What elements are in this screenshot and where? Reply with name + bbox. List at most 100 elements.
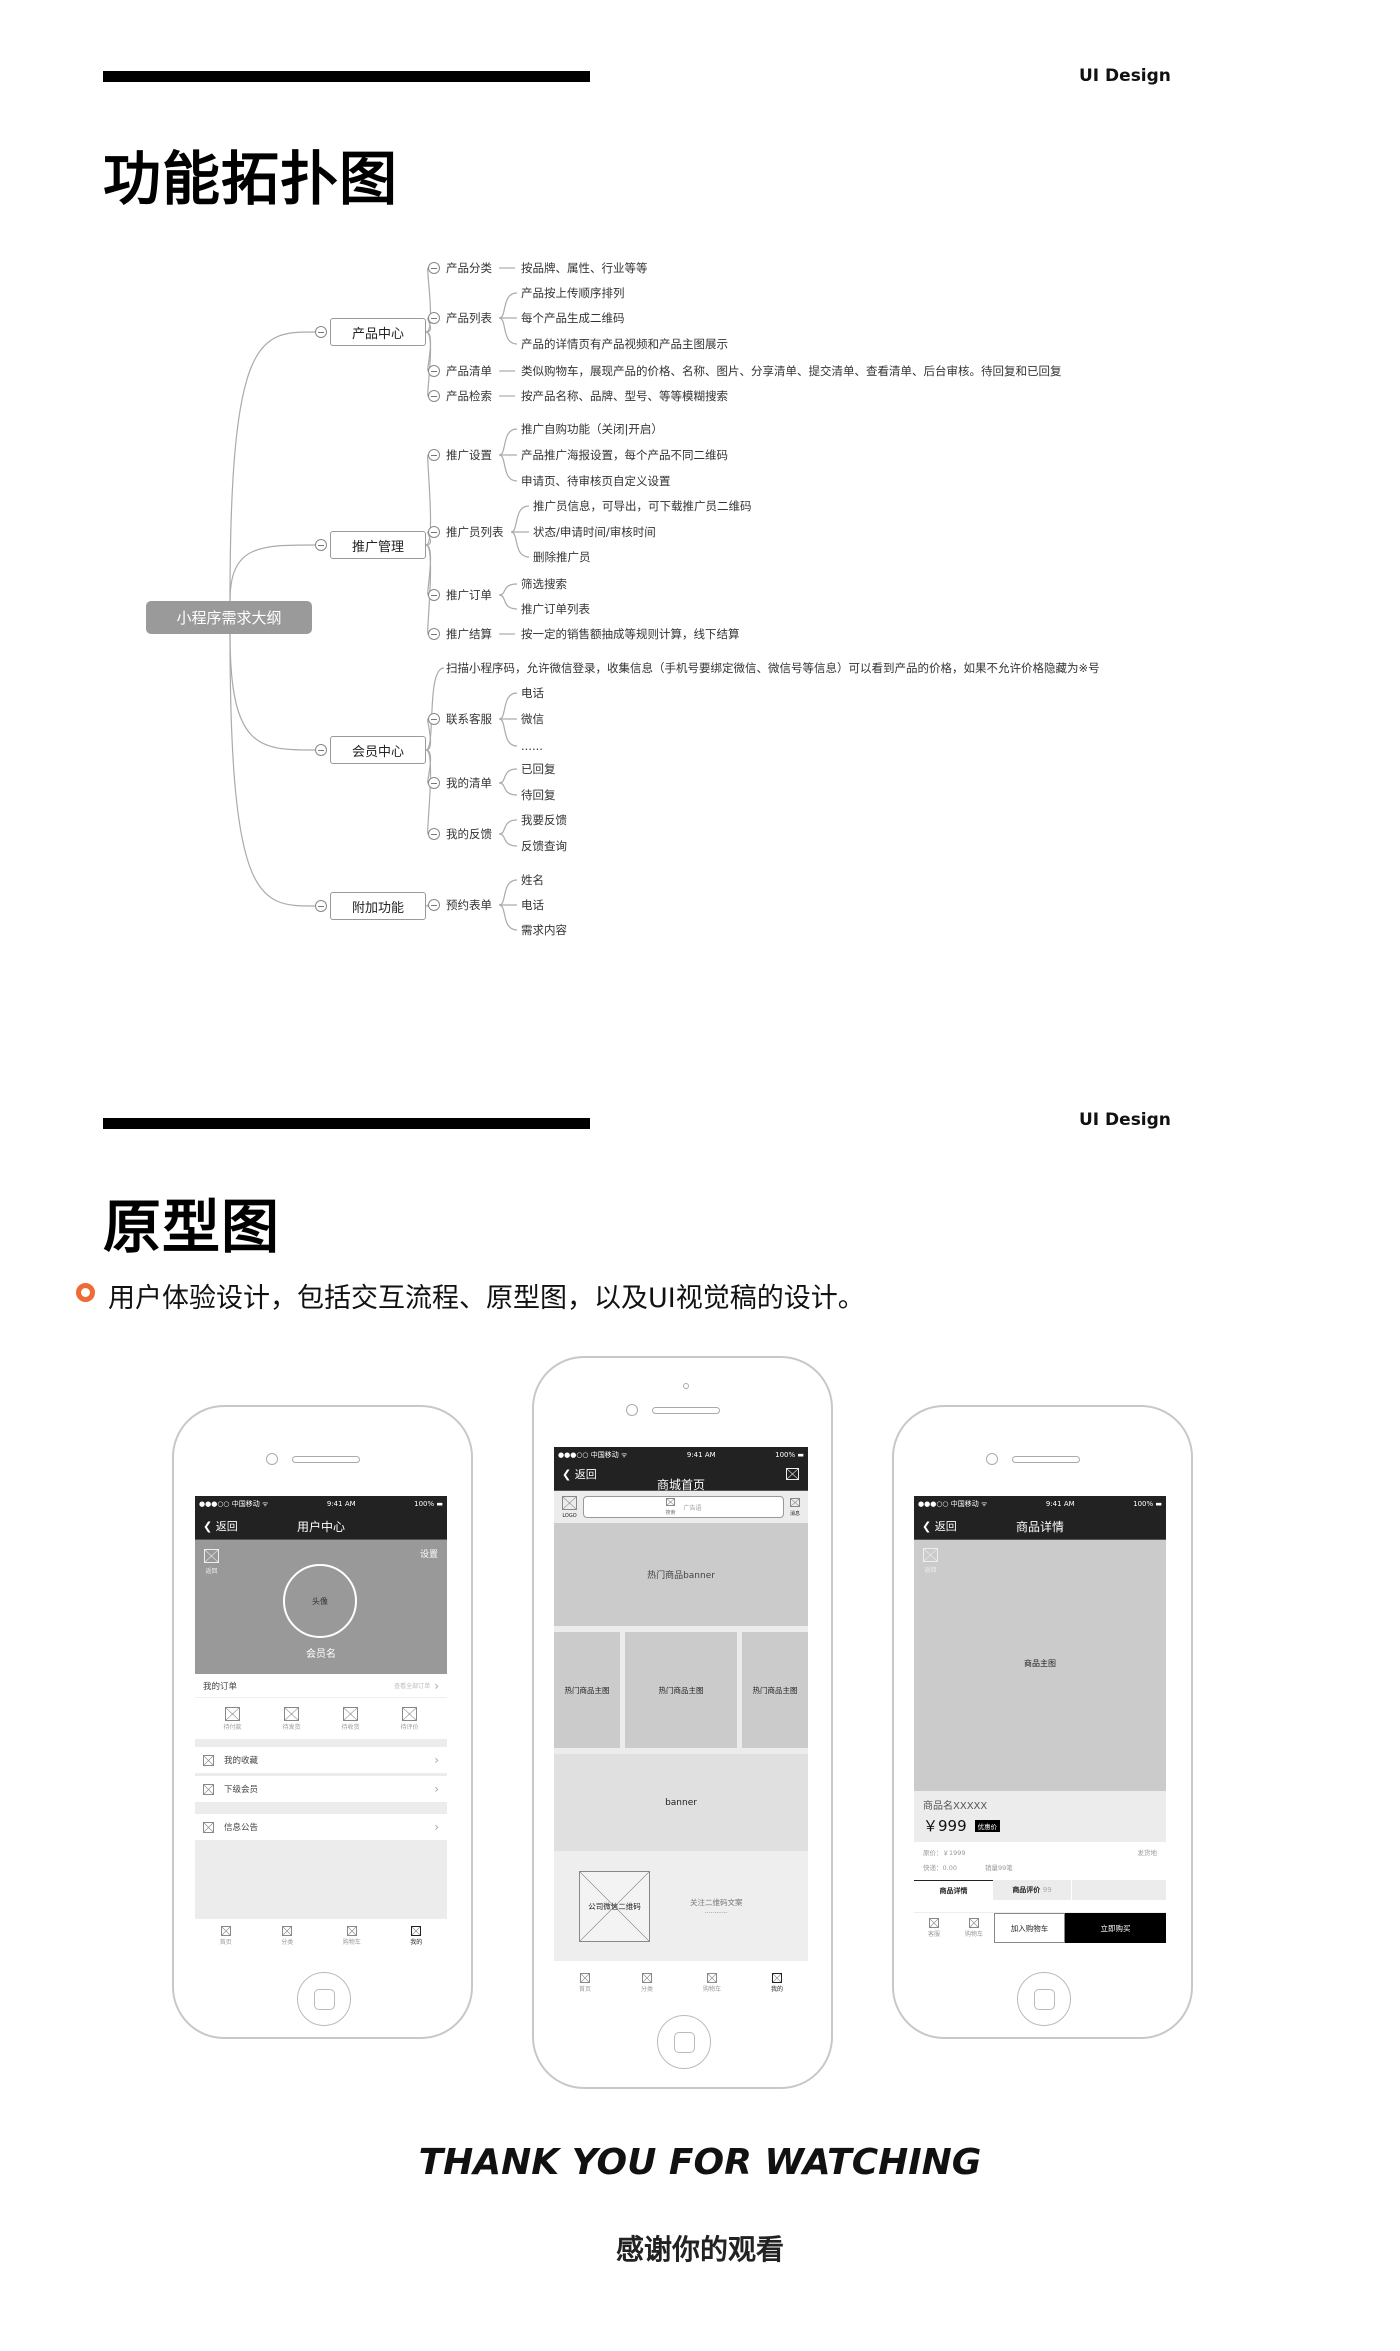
tab-item[interactable]: 分类 xyxy=(281,1926,293,1946)
collapse-icon[interactable] xyxy=(428,390,440,402)
mindmap-branch[interactable]: 会员中心 xyxy=(330,736,426,764)
order-status-item[interactable]: 待发货 xyxy=(282,1706,301,1731)
mindmap-leaf: 申请页、待审核页自定义设置 xyxy=(521,474,671,488)
carrier: ●●●○○ 中国移动 ᯤ xyxy=(199,1499,269,1508)
tab-item[interactable]: 首页 xyxy=(220,1926,232,1946)
cart-button[interactable]: 购物车 xyxy=(954,1913,994,1943)
menu-announcements[interactable]: 信息公告› xyxy=(195,1814,447,1840)
nav-title: 商品详情 xyxy=(1015,1520,1064,1534)
product-tile[interactable]: 热门商品主图 xyxy=(742,1632,808,1748)
collapse-icon[interactable] xyxy=(428,628,440,640)
mindmap-node[interactable]: 预约表单 xyxy=(446,898,492,912)
tab-icon xyxy=(346,1926,357,1936)
nav-title: 用户中心 xyxy=(296,1520,345,1534)
mindmap-leaf: 我要反馈 xyxy=(521,813,567,827)
discount-badge: 优惠价 xyxy=(974,1819,1001,1832)
mindmap-branch[interactable]: 推广管理 xyxy=(330,531,426,559)
mindmap-node[interactable]: 产品列表 xyxy=(446,311,492,325)
menu-sub-members[interactable]: 下级会员› xyxy=(195,1776,447,1802)
mindmap-node[interactable]: 推广设置 xyxy=(446,448,492,462)
connector xyxy=(498,692,518,720)
mindmap-node[interactable]: 联系客服 xyxy=(446,712,492,726)
collapse-icon[interactable] xyxy=(315,900,327,912)
avatar[interactable]: 头像 xyxy=(283,1564,357,1638)
collapse-icon[interactable] xyxy=(428,777,440,789)
collapse-icon[interactable] xyxy=(315,744,327,756)
connector xyxy=(498,718,518,747)
section-subtitle: 用户体验设计，包括交互流程、原型图，以及UI视觉稿的设计。 xyxy=(108,1283,865,1314)
profile-header: 返回 设置 头像 会员名 xyxy=(195,1540,447,1674)
collapse-icon[interactable] xyxy=(428,713,440,725)
mindmap-node[interactable]: 我的反馈 xyxy=(446,827,492,841)
close-icon[interactable] xyxy=(786,1468,799,1480)
message-button[interactable]: 消息 xyxy=(789,1497,800,1517)
detail-tabs: 商品详情 商品评价 99 xyxy=(914,1880,1166,1900)
settings-link[interactable]: 设置 xyxy=(419,1550,438,1560)
mindmap-node[interactable]: 扫描小程序码，允许微信登录，收集信息（手机号要绑定微信、微信号等信息）可以看到产… xyxy=(446,661,1100,675)
product-tile[interactable]: 热门商品主图 xyxy=(554,1632,620,1748)
mindmap-leaf: 待回复 xyxy=(521,788,556,802)
main-image[interactable]: 返回 商品主图 xyxy=(914,1540,1166,1791)
back-button[interactable]: ❮ 返回 xyxy=(922,1520,957,1533)
banner[interactable]: banner xyxy=(554,1754,808,1851)
tab-reviews[interactable]: 商品评价 99 xyxy=(993,1880,1071,1900)
search-input[interactable]: 搜索广告语 xyxy=(583,1496,784,1518)
hot-banner[interactable]: 热门商品banner xyxy=(554,1523,808,1626)
collapse-icon[interactable] xyxy=(315,539,327,551)
product-tile[interactable]: 热门商品主图 xyxy=(625,1632,737,1748)
qr-section: 公司微信二维码 关注二维码文案............ xyxy=(554,1851,808,1961)
order-status-item[interactable]: 待评价 xyxy=(400,1706,419,1731)
tab-item[interactable]: 我的 xyxy=(771,1973,783,1993)
tab-item[interactable]: 购物车 xyxy=(343,1926,361,1946)
collapse-icon[interactable] xyxy=(315,326,327,338)
collapse-icon[interactable] xyxy=(428,262,440,274)
tab-item[interactable]: 分类 xyxy=(641,1973,653,1993)
collapse-icon[interactable] xyxy=(428,449,440,461)
tab-item[interactable]: 购物车 xyxy=(703,1973,721,1993)
menu-favorites[interactable]: 我的收藏› xyxy=(195,1747,447,1773)
back-button[interactable]: ❮ 返回 xyxy=(562,1468,597,1481)
add-to-cart-button[interactable]: 加入购物车 xyxy=(994,1913,1065,1943)
home-button[interactable] xyxy=(657,2015,711,2069)
connector xyxy=(425,317,432,333)
battery: 100% ▬ xyxy=(414,1499,443,1508)
collapse-icon[interactable] xyxy=(428,899,440,911)
back-button[interactable]: ❮ 返回 xyxy=(203,1520,238,1533)
mindmap-root[interactable]: 小程序需求大纲 xyxy=(146,601,312,634)
back-icon-button[interactable]: 返回 xyxy=(204,1549,219,1575)
order-status-item[interactable]: 待付款 xyxy=(223,1706,242,1731)
collapse-icon[interactable] xyxy=(428,365,440,377)
mindmap-node[interactable]: 产品清单 xyxy=(446,364,492,378)
service-button[interactable]: 客服 xyxy=(914,1913,954,1943)
collapse-icon[interactable] xyxy=(428,589,440,601)
home-button[interactable] xyxy=(1017,1972,1071,2026)
collapse-icon[interactable] xyxy=(428,526,440,538)
mindmap-node[interactable]: 产品检索 xyxy=(446,389,492,403)
collapse-icon[interactable] xyxy=(428,312,440,324)
tab-item[interactable]: 我的 xyxy=(410,1926,422,1946)
tab-item[interactable]: 首页 xyxy=(579,1973,591,1993)
order-status-item[interactable]: 待收货 xyxy=(341,1706,360,1731)
collapse-icon[interactable] xyxy=(428,828,440,840)
orders-row[interactable]: 我的订单查看全部订单› xyxy=(195,1674,447,1698)
home-button[interactable] xyxy=(297,1972,351,2026)
mindmap-branch[interactable]: 产品中心 xyxy=(330,318,426,346)
bullet-icon xyxy=(76,1283,95,1302)
buy-now-button[interactable]: 立即购买 xyxy=(1065,1913,1166,1943)
mindmap-node[interactable]: 产品分类 xyxy=(446,261,492,275)
thanks-en: THANK YOU FOR WATCHING xyxy=(418,2142,982,2183)
connector xyxy=(425,531,432,546)
tab-icon xyxy=(579,1973,590,1983)
mindmap-node[interactable]: 我的清单 xyxy=(446,776,492,790)
mindmap-node[interactable]: 推广员列表 xyxy=(446,525,504,539)
section-tag: UI Design xyxy=(1079,1110,1171,1130)
tab-detail[interactable]: 商品详情 xyxy=(914,1880,993,1900)
mindmap-branch[interactable]: 附加功能 xyxy=(330,892,426,920)
mindmap-node[interactable]: 推广订单 xyxy=(446,588,492,602)
mindmap-node[interactable]: 推广结算 xyxy=(446,627,492,641)
connector xyxy=(498,879,518,906)
tab-icon xyxy=(641,1973,652,1983)
